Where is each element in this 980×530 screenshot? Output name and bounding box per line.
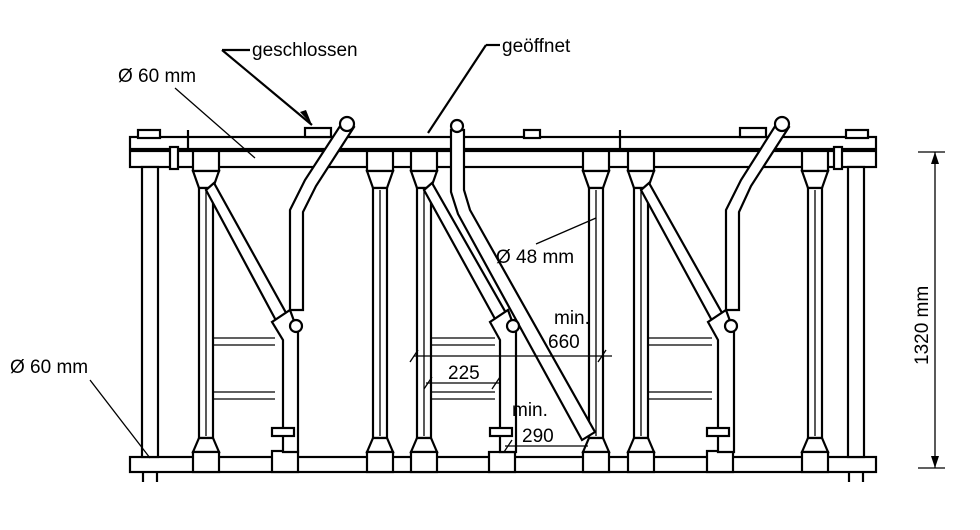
label-open: geöffnet xyxy=(502,36,571,57)
dim-660: 660 xyxy=(548,332,580,353)
upright-bars xyxy=(191,149,830,474)
gate-closed-right xyxy=(639,115,791,454)
label-bar-diameter: Ø 48 mm xyxy=(496,247,574,268)
label-closed: geschlossen xyxy=(252,40,358,61)
label-top-rail-diameter: Ø 60 mm xyxy=(118,66,196,87)
dim-1320: 1320 mm xyxy=(912,286,933,365)
right-end-post xyxy=(832,128,870,482)
left-end-post xyxy=(136,128,180,482)
dim-290: 290 xyxy=(522,426,554,447)
gate-open-middle xyxy=(422,118,597,454)
label-min-290: min. xyxy=(512,400,548,421)
label-post-diameter: Ø 60 mm xyxy=(10,357,88,378)
label-min-660: min. xyxy=(554,308,590,329)
leader-lines xyxy=(89,43,597,459)
latch-bracket xyxy=(738,126,768,139)
dim-225: 225 xyxy=(448,363,480,384)
dimension-lines xyxy=(409,151,945,469)
gate-closed-left xyxy=(204,115,356,454)
cross-rods xyxy=(213,337,712,400)
top-fitting xyxy=(522,128,542,140)
latch-bracket xyxy=(303,126,333,139)
